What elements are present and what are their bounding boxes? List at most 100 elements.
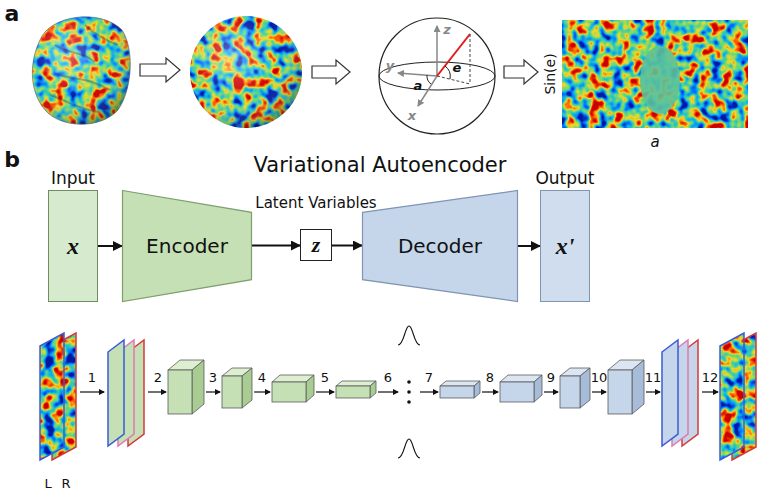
cube-side: [632, 360, 644, 414]
node-body: Encoder: [122, 190, 252, 302]
layer-arrow: [592, 391, 606, 392]
cube-front: [272, 382, 306, 402]
surface-map: [562, 20, 748, 128]
output-box: Outputx': [540, 190, 590, 302]
latent-dot: [407, 380, 411, 384]
block-arrow: [504, 60, 538, 84]
node-heading: Input: [51, 169, 95, 188]
hemisphere-label: R: [61, 477, 70, 491]
cube-top: [336, 381, 376, 386]
angle-label: e: [453, 61, 462, 75]
layer-arrow: [316, 391, 334, 392]
layer-number: 11: [645, 371, 662, 385]
layer-arrow: [702, 391, 718, 392]
block-arrow: [140, 58, 180, 82]
flow-arrow: [252, 245, 300, 247]
cube-top: [440, 381, 480, 386]
layer-number: 9: [547, 371, 555, 385]
radius-vector: [437, 34, 470, 76]
brain-gyri: [50, 25, 118, 112]
cube-side: [192, 360, 204, 414]
latent-box: Latent Variablesz: [300, 229, 332, 261]
cube-side: [370, 381, 376, 398]
cube-front: [560, 376, 580, 408]
node-text: Decoder: [398, 234, 482, 258]
y-axis: [398, 73, 437, 76]
cube-front: [336, 386, 370, 398]
cube-front: [500, 382, 534, 402]
input-box: Inputx: [48, 190, 98, 302]
trapezoid-shape: [123, 191, 252, 302]
axis-title: a: [650, 134, 659, 151]
encoder-trapezoid: Encoder: [122, 190, 252, 302]
layer-number: 7: [425, 371, 433, 385]
feature-plane: [662, 340, 678, 446]
feature-plane: [108, 340, 124, 446]
cube-front: [222, 376, 242, 408]
trapezoid-shape: [363, 191, 518, 302]
sphere-shading: [190, 16, 302, 128]
flow-arrow: [332, 245, 362, 247]
layer-arrow: [254, 391, 270, 392]
flow-arrow: [98, 245, 122, 247]
layer-number: 8: [486, 371, 494, 385]
node-heading: Latent Variables: [255, 195, 376, 212]
panel-letter: a: [5, 2, 20, 26]
layer-arrow: [148, 391, 166, 392]
layer-arrow: [482, 391, 498, 392]
panel-letter: b: [4, 148, 20, 172]
sphere-surface: [190, 16, 302, 128]
latent-dot: [407, 390, 411, 394]
input-plane: [40, 333, 64, 460]
node-text: x: [67, 233, 79, 260]
layer-arrow: [420, 391, 438, 392]
layer-number: 6: [384, 371, 392, 385]
projection-line: [437, 76, 470, 84]
layer-number: 1: [88, 371, 96, 385]
axis-label: x: [408, 109, 416, 123]
cube-side: [474, 381, 480, 398]
z-axis: [436, 26, 438, 76]
layer-arrow: [206, 391, 220, 392]
gaussian: [398, 326, 420, 345]
cube-front: [168, 370, 192, 414]
layer-number: 2: [154, 371, 162, 385]
latent-dot: [407, 400, 411, 404]
layer-arrow: [646, 391, 660, 392]
cube-front: [608, 370, 632, 414]
node-body: x': [541, 191, 589, 301]
node-text: Encoder: [146, 234, 228, 258]
axis-label: y: [386, 59, 394, 73]
layer-number: 10: [591, 371, 608, 385]
flow-arrow: [518, 245, 540, 247]
diagram-title: Variational Autoencoder: [254, 154, 507, 177]
layer-number: 4: [258, 371, 266, 385]
layer-arrow: [80, 391, 104, 392]
coordinate-sphere: [379, 18, 495, 134]
node-body: x: [49, 191, 97, 301]
gaussian: [398, 439, 420, 458]
medial-wall: [640, 46, 680, 114]
angle-label: a: [414, 79, 423, 93]
brain-shading: [32, 17, 130, 124]
decoder-trapezoid: Decoder: [362, 190, 518, 302]
node-body: Decoder: [362, 190, 518, 302]
cube-side: [242, 368, 252, 408]
layer-arrow: [378, 391, 398, 392]
azimuth-arc: [427, 75, 431, 84]
projection-line: [470, 34, 471, 84]
node-text: x': [556, 233, 575, 260]
axis-label: z: [443, 23, 451, 37]
cube-front: [440, 386, 474, 398]
layer-number: 12: [702, 371, 719, 385]
elevation-arc: [445, 66, 450, 79]
layer-number: 5: [321, 371, 329, 385]
brain-surface: [32, 17, 130, 124]
cube-side: [580, 368, 590, 408]
node-text: z: [312, 232, 321, 258]
layer-number: 3: [209, 371, 217, 385]
input-plane-border: [40, 333, 64, 460]
cube-side: [534, 375, 542, 402]
node-body: z: [301, 230, 331, 260]
axis-title: Sin(e): [543, 53, 558, 94]
